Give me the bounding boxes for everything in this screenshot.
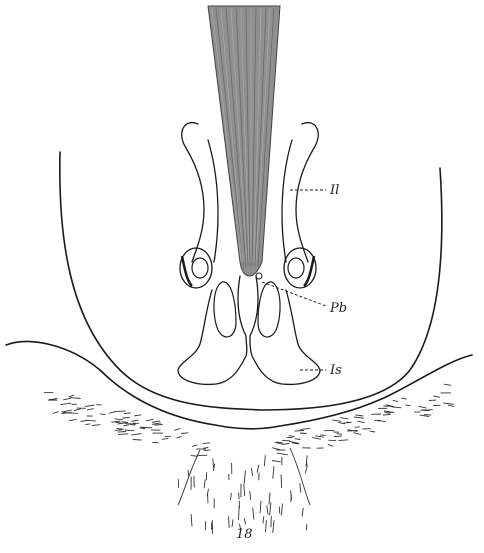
obturator-foramen-right	[258, 282, 280, 337]
label-pubis: Pb	[329, 301, 347, 316]
label-ischium: Is	[329, 363, 342, 378]
ilium-left	[182, 123, 204, 262]
lower-skin-outline	[6, 342, 472, 429]
tail-muscle-band	[208, 6, 280, 276]
acetabulum-left	[180, 248, 212, 288]
pubis	[238, 276, 258, 336]
ischium-left	[178, 290, 247, 384]
leader-line-pb	[262, 282, 326, 306]
ischium-right	[250, 290, 320, 384]
acetabulum-right	[284, 248, 316, 288]
label-ilium: Il	[329, 183, 339, 198]
hair-strokes	[44, 384, 454, 534]
ilium-right	[296, 123, 318, 262]
figure-number: 18	[236, 527, 253, 542]
obturator-foramen-left	[214, 282, 236, 337]
